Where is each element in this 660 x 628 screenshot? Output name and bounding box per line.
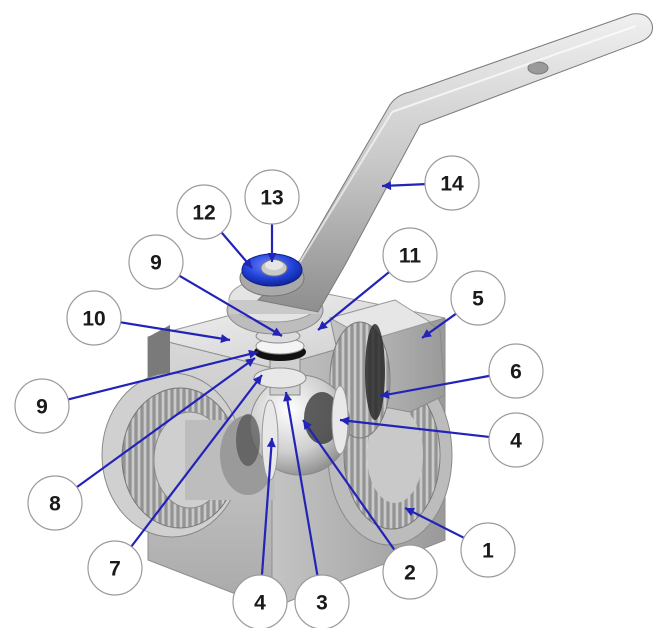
callout-label-c14: 14: [440, 173, 464, 196]
callout-label-c7: 7: [109, 558, 121, 581]
callout-c11: 11: [383, 228, 437, 282]
callout-c13: 13: [245, 170, 299, 224]
callout-label-c4a: 4: [510, 430, 522, 453]
callout-c12: 12: [177, 185, 231, 239]
callout-c3: 3: [295, 575, 349, 628]
callout-c10: 10: [67, 291, 121, 345]
callout-c5: 5: [451, 271, 505, 325]
callout-label-c11: 11: [399, 245, 422, 268]
callout-label-c3: 3: [316, 592, 328, 615]
callout-label-c10: 10: [82, 308, 105, 331]
callout-c9a: 9: [129, 235, 183, 289]
callout-label-c12: 12: [192, 202, 215, 225]
callout-label-c1: 1: [482, 540, 494, 563]
callout-label-c8: 8: [49, 493, 61, 516]
callout-label-c13: 13: [260, 187, 283, 210]
callout-label-c4b: 4: [254, 592, 266, 615]
callout-c4b: 4: [233, 575, 287, 628]
callout-c8: 8: [28, 476, 82, 530]
callout-label-c5: 5: [472, 288, 484, 311]
callout-c1: 1: [461, 523, 515, 577]
callout-c6: 6: [489, 344, 543, 398]
callout-c4a: 4: [489, 413, 543, 467]
callout-label-c9b: 9: [36, 396, 48, 419]
callout-label-c6: 6: [510, 361, 522, 384]
callout-c9b: 9: [15, 379, 69, 433]
callout-c7: 7: [88, 541, 142, 595]
callout-c14: 14: [425, 156, 479, 210]
callout-c2: 2: [383, 545, 437, 599]
callout-label-c2: 2: [404, 562, 416, 585]
callout-label-c9a: 9: [150, 252, 162, 275]
